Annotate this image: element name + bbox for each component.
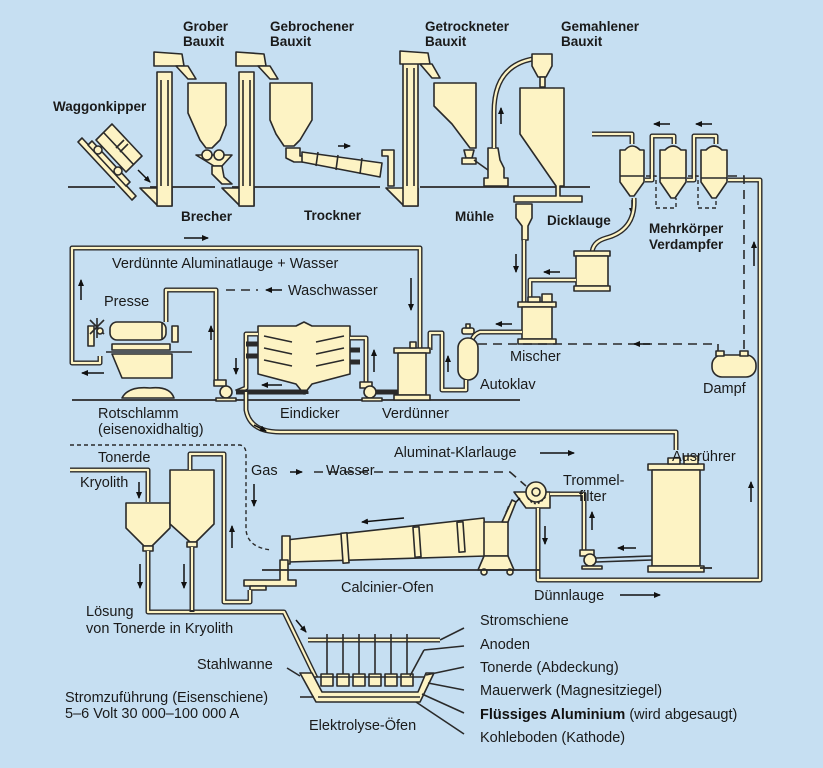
label-stromzufuehrung-2: 5–6 Volt 30 000–100 000 A [65, 706, 239, 722]
labels: Waggonkipper Grober Bauxit Gebrochener B… [53, 19, 747, 734]
electrolysis-legend: Stromschiene Anoden Tonerde (Abdeckung) … [480, 613, 737, 746]
legend-item: Tonerde (Abdeckung) [480, 660, 619, 676]
dampf-boiler [711, 350, 757, 378]
verduenner-diluter [393, 341, 431, 401]
label-trockner: Trockner [304, 208, 362, 223]
label-calcinier-ofen: Calcinier-Ofen [341, 580, 434, 596]
verduennte-aluminatlauge-loop [69, 235, 423, 376]
label-wasser: Wasser [326, 463, 375, 479]
legend-item: Mauerwerk (Magnesitziegel) [480, 683, 662, 699]
label-grober-bauxit-2: Bauxit [183, 34, 225, 49]
label-ausruehrer: Ausrührer [672, 449, 736, 465]
label-stahlwanne: Stahlwanne [197, 657, 273, 673]
mehrkoerper-verdampfer [564, 121, 763, 583]
label-waggonkipper: Waggonkipper [53, 99, 147, 114]
label-loesung-1: Lösung [86, 604, 134, 620]
label-tonerde: Tonerde [98, 450, 150, 466]
label-stromzufuehrung-1: Stromzuführung (Eisenschiene) [65, 690, 268, 706]
label-kryolith: Kryolith [80, 475, 128, 491]
label-loesung-2: von Tonerde in Kryolith [86, 621, 233, 637]
label-presse: Presse [104, 294, 149, 310]
mischer-mixer [513, 203, 611, 345]
tonerde-kryolith-silos [70, 451, 319, 680]
label-aluminat-klarlauge: Aluminat-Klarlauge [394, 445, 517, 461]
label-trommelfilter-1: Trommel- [563, 473, 625, 489]
label-trommelfilter-2: filter [579, 489, 607, 505]
pump-right [359, 381, 398, 402]
label-verduennte-aluminatlauge: Verdünnte Aluminatlauge + Wasser [112, 256, 339, 272]
legend-item: Kohleboden (Kathode) [480, 730, 625, 746]
label-duennlauge: Dünnlauge [534, 588, 604, 604]
trommelfilter [290, 469, 653, 583]
label-waschwasser: Waschwasser [288, 283, 378, 299]
muehle-mill [433, 55, 541, 187]
label-gas: Gas [251, 463, 278, 479]
presse-filter-press [87, 287, 282, 399]
elektrolyse-ofen [286, 619, 465, 735]
label-muehle: Mühle [455, 209, 494, 224]
label-verduenner: Verdünner [382, 406, 449, 422]
legend-item: Anoden [480, 637, 530, 653]
label-dampf: Dampf [703, 381, 747, 397]
label-mischer: Mischer [510, 349, 561, 365]
label-eindicker: Eindicker [280, 406, 340, 422]
autoklav [427, 321, 719, 393]
label-getrockneter-bauxit-2: Bauxit [425, 34, 467, 49]
bucket-elevator-3 [385, 50, 441, 207]
label-dicklauge: Dicklauge [547, 213, 611, 228]
label-getrockneter-bauxit-1: Getrockneter [425, 19, 510, 34]
label-autoklav: Autoklav [480, 377, 536, 393]
label-gebrochener-bauxit-2: Bauxit [270, 34, 312, 49]
label-elektrolyse-oefen: Elektrolyse-Öfen [309, 716, 416, 734]
legend-item: Stromschiene [480, 613, 569, 629]
ausruehrer [647, 455, 754, 573]
bucket-elevator-2 [221, 51, 279, 207]
label-mehrkoerper-1: Mehrkörper [649, 221, 724, 236]
label-mehrkoerper-2: Verdampfer [649, 237, 724, 252]
eindicker-thickener [233, 321, 679, 450]
calcinier-ofen-kiln [70, 444, 540, 591]
trockner-dryer [269, 82, 395, 187]
label-gemahlener-bauxit-2: Bauxit [561, 34, 603, 49]
label-brecher: Brecher [181, 209, 233, 224]
label-grober-bauxit-1: Grober [183, 19, 229, 34]
waggonkipper-icon [77, 123, 151, 201]
label-rotschlamm-2: (eisenoxidhaltig) [98, 422, 204, 438]
legend-item: Flüssiges Aluminium (wird abgesaugt) [480, 707, 737, 723]
bucket-elevator-1 [139, 51, 197, 207]
label-rotschlamm-1: Rotschlamm [98, 406, 179, 422]
brecher-crusher [187, 82, 233, 185]
dicklauge-silo [513, 53, 583, 203]
pump-left [213, 379, 237, 402]
label-gebrochener-bauxit-1: Gebrochener [270, 19, 355, 34]
label-gemahlener-bauxit-1: Gemahlener [561, 19, 640, 34]
